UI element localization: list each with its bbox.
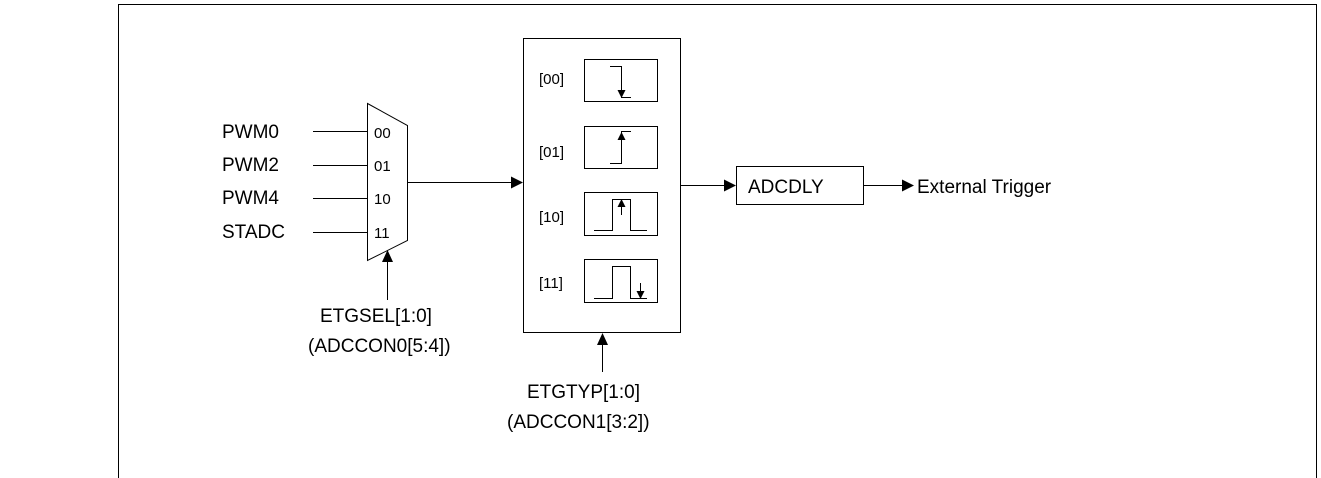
mux-code-11: 11 — [374, 225, 390, 242]
figure-frame — [118, 4, 1317, 478]
mux-select-arrowhead — [382, 250, 393, 262]
adcdly-label: ADCDLY — [748, 177, 824, 198]
type-select-label-line1: ETGTYP[1:0] — [527, 382, 640, 403]
type-select-arrowhead — [597, 333, 608, 345]
pulse-falling-edge-icon — [584, 259, 658, 303]
input-label-stadc: STADC — [222, 222, 285, 243]
rising-edge-icon — [584, 126, 658, 169]
mux-code-10: 10 — [374, 191, 391, 208]
edge-code-01: [01] — [539, 144, 564, 161]
edge-code-10: [10] — [539, 209, 564, 226]
mux-code-00: 00 — [374, 125, 391, 142]
input-label-pwm0: PWM0 — [222, 122, 279, 143]
type-select-label-line2: (ADCCON1[3:2]) — [507, 412, 650, 433]
mux-select-label-line1: ETGSEL[1:0] — [320, 306, 432, 327]
external-trigger-label: External Trigger — [917, 177, 1052, 198]
edge-code-00: [00] — [539, 71, 564, 88]
adcdly-block — [736, 166, 864, 205]
selector-output-arrowhead — [724, 179, 736, 192]
edge-code-11: [11] — [539, 275, 563, 292]
mux-code-01: 01 — [374, 158, 391, 175]
output-arrowhead — [902, 179, 914, 192]
mux-output-arrowhead — [511, 176, 523, 189]
input-label-pwm2: PWM2 — [222, 155, 279, 176]
mux-select-label-line2: (ADCCON0[5:4]) — [308, 336, 451, 357]
pulse-rising-edge-icon — [584, 192, 658, 236]
input-label-pwm4: PWM4 — [222, 188, 279, 209]
multiplexer — [367, 102, 408, 262]
falling-edge-icon — [584, 59, 658, 102]
